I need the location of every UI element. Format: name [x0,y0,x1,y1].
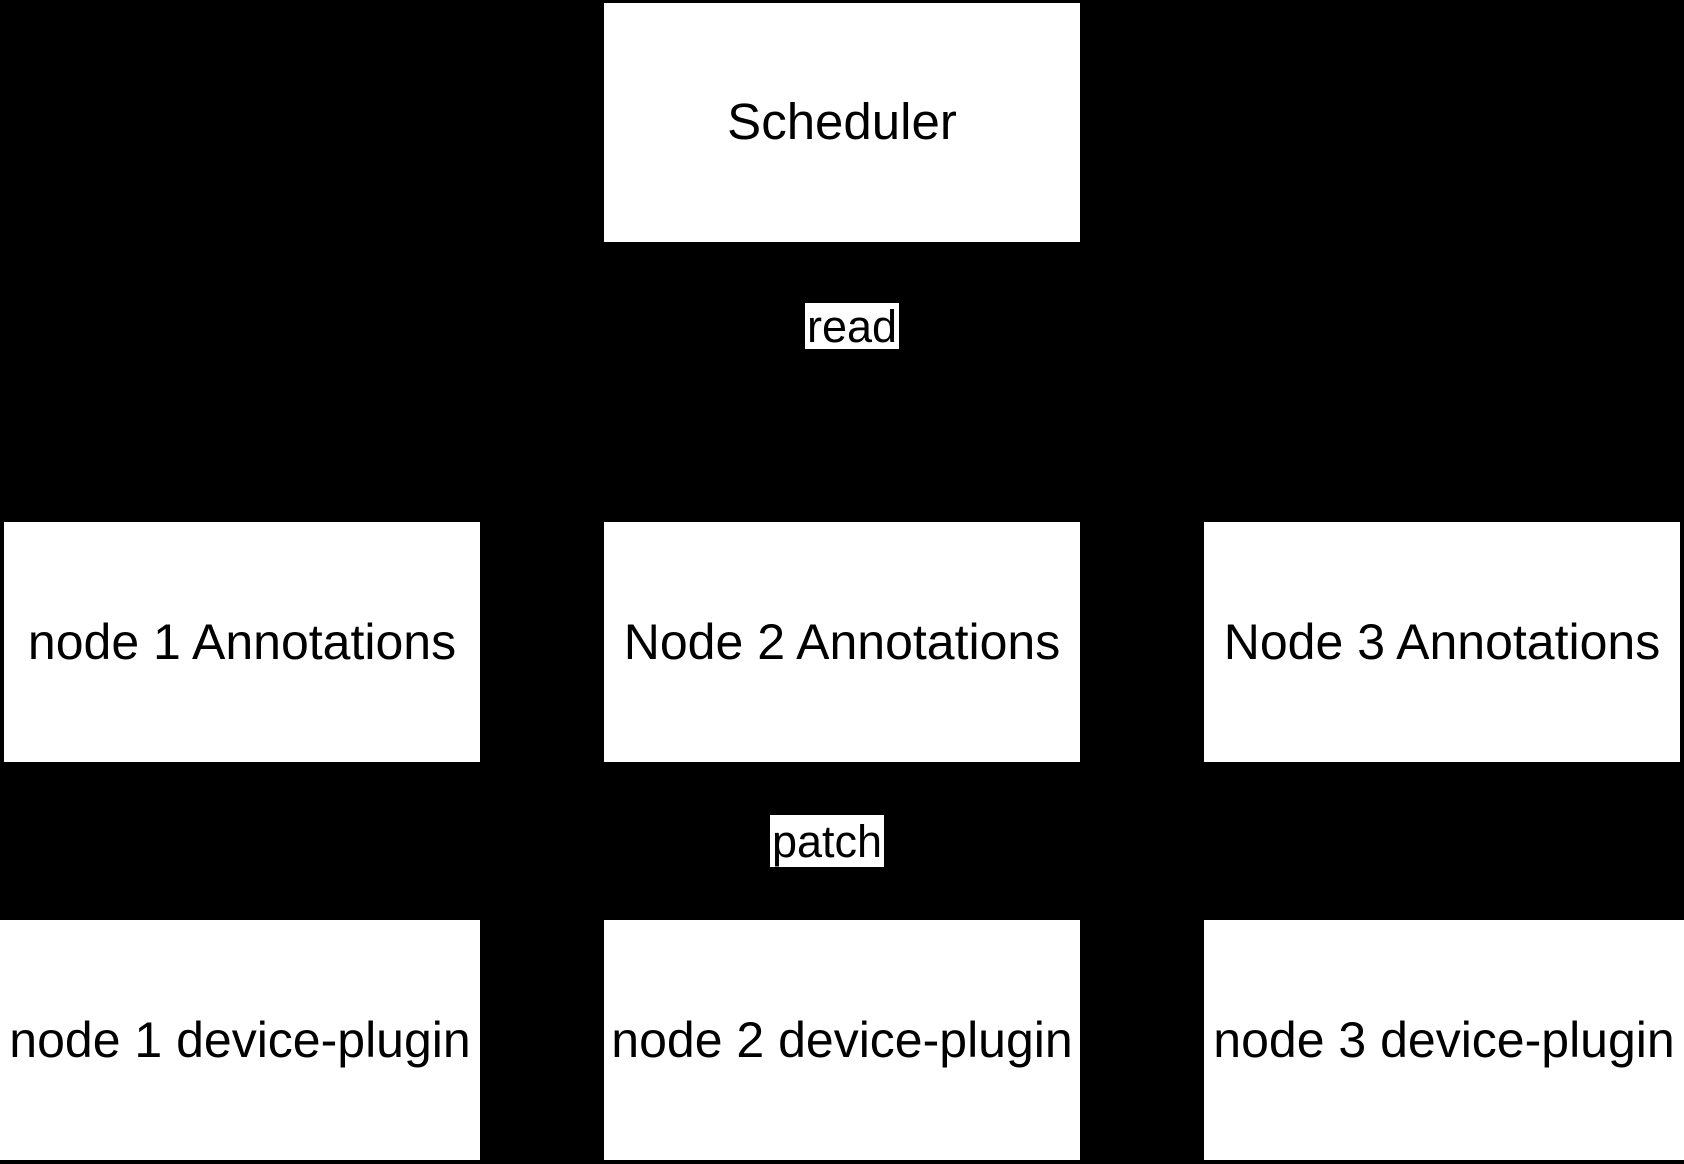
node-1-annotations-box[interactable]: node 1 Annotations [4,522,480,762]
node-3-annotations-box[interactable]: Node 3 Annotations [1204,522,1680,762]
node-1-device-plugin-box[interactable]: node 1 device-plugin [0,920,480,1160]
node-2-device-plugin-box[interactable]: node 2 device-plugin [604,920,1080,1160]
edge-label-read: read [805,300,900,352]
scheduler-node[interactable]: Scheduler [604,3,1080,242]
node-3-device-plugin-label: node 3 device-plugin [1213,1011,1675,1068]
edge-label-patch-text: patch [772,815,883,867]
node-2-annotations-box[interactable]: Node 2 Annotations [604,522,1080,762]
node-1-device-plugin-label: node 1 device-plugin [9,1011,471,1068]
edge-label-patch: patch [770,815,885,867]
node-3-device-plugin-box[interactable]: node 3 device-plugin [1204,920,1684,1160]
node-2-device-plugin-label: node 2 device-plugin [611,1011,1073,1068]
node-3-annotations-label: Node 3 Annotations [1223,613,1661,670]
edge-label-read-text: read [807,300,898,352]
node-2-annotations-label: Node 2 Annotations [623,613,1061,670]
node-1-annotations-label: node 1 Annotations [27,613,457,670]
scheduler-node-label: Scheduler [727,93,957,151]
